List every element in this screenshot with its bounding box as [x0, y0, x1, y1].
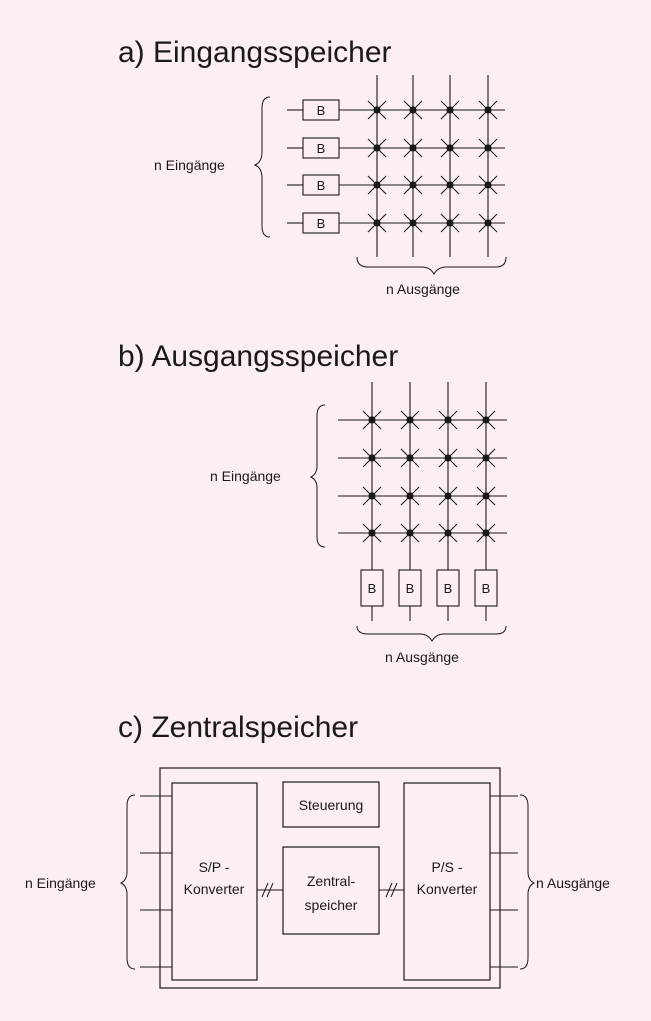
ps-converter-block: P/S - Konverter — [403, 782, 491, 981]
crosspoint-a-4-4 — [478, 213, 498, 233]
switch-outer-frame — [159, 767, 501, 989]
bus-link-sp-to-memory — [257, 882, 283, 898]
crosspoint-b-1-1 — [362, 410, 382, 430]
crosspoint-b-2-4 — [476, 448, 496, 468]
inputs-label-b: n Eingänge — [210, 468, 281, 484]
crosspoint-a-4-1 — [367, 213, 387, 233]
central-memory-label-line1: Zentral- — [307, 873, 356, 889]
crosspoint-a-4-2 — [403, 213, 423, 233]
inputs-brace-b — [309, 404, 326, 548]
sp-converter-label-line2: Konverter — [184, 881, 245, 897]
crosspoint-a-1-4 — [478, 100, 498, 120]
buffer-label-a-2: B — [317, 141, 326, 156]
ps-converter-label-line2: Konverter — [417, 881, 478, 897]
crosspoint-b-4-4 — [476, 523, 496, 543]
output-buffer-b-2: B — [398, 569, 422, 607]
crosspoint-b-1-2 — [400, 410, 420, 430]
crosspoint-b-4-3 — [438, 523, 458, 543]
crosspoint-a-1-2 — [403, 100, 423, 120]
sp-converter-block: S/P - Konverter — [171, 782, 258, 981]
crosspoint-b-2-1 — [362, 448, 382, 468]
crosspoint-b-4-2 — [400, 523, 420, 543]
sp-converter-label-line1: S/P - — [199, 859, 230, 875]
crosspoint-b-2-3 — [438, 448, 458, 468]
buffer-label-a-1: B — [317, 103, 326, 118]
outputs-label-a: n Ausgänge — [386, 281, 460, 297]
section-c-zentralspeicher: c) Zentralspeicher S/P - Konverter Steue… — [25, 711, 610, 989]
buffer-label-b-3: B — [444, 581, 453, 596]
crosspoint-b-3-1 — [362, 486, 382, 506]
buffer-label-a-3: B — [317, 178, 326, 193]
central-memory-label-line2: speicher — [305, 897, 358, 913]
crosspoint-b-1-4 — [476, 410, 496, 430]
crosspoint-a-1-1 — [367, 100, 387, 120]
control-label: Steuerung — [299, 797, 364, 813]
crosspoint-b-1-3 — [438, 410, 458, 430]
crosspoint-a-3-3 — [440, 175, 460, 195]
ps-converter-label-line1: P/S - — [431, 859, 462, 875]
crosspoint-a-2-3 — [440, 138, 460, 158]
buffer-label-b-4: B — [482, 581, 491, 596]
section-c-title: c) Zentralspeicher — [118, 711, 358, 744]
output-buffer-b-1: B — [360, 569, 384, 607]
input-buffer-a-3: B — [302, 174, 340, 196]
crosspoint-b-2-2 — [400, 448, 420, 468]
crosspoint-b-3-3 — [438, 486, 458, 506]
inputs-brace-c — [119, 794, 136, 970]
crosspoint-a-2-2 — [403, 138, 423, 158]
output-buffer-b-3: B — [436, 569, 460, 607]
section-b-ausgangsspeicher: b) Ausgangsspeicher B B B B n Eingänge n Au… — [118, 340, 507, 665]
outputs-brace-b — [356, 625, 507, 643]
crosspoint-b-3-4 — [476, 486, 496, 506]
central-memory-block: Zentral- speicher — [282, 846, 380, 935]
section-b-title: b) Ausgangsspeicher — [118, 340, 398, 373]
section-a-title: a) Eingangsspeicher — [118, 36, 392, 69]
input-lines-c — [140, 795, 172, 968]
crossbar-grid-a: B B B B — [287, 75, 505, 257]
input-buffer-a-2: B — [302, 137, 340, 159]
bus-link-memory-to-ps — [379, 882, 404, 898]
crosspoint-a-2-1 — [367, 138, 387, 158]
input-buffer-a-1: B — [302, 99, 340, 121]
crosspoint-a-3-2 — [403, 175, 423, 195]
crosspoint-a-3-1 — [367, 175, 387, 195]
outputs-brace-a — [356, 256, 507, 276]
outputs-brace-c — [519, 794, 536, 970]
input-buffer-a-4: B — [302, 212, 340, 234]
inputs-label-c: n Eingänge — [25, 875, 96, 891]
buffer-label-b-1: B — [368, 581, 377, 596]
control-block: Steuerung — [282, 781, 380, 828]
output-buffer-b-4: B — [474, 569, 498, 607]
outputs-label-c: n Ausgänge — [536, 875, 610, 891]
inputs-label-a: n Eingänge — [154, 157, 225, 173]
inputs-brace-a — [253, 96, 271, 238]
buffer-label-a-4: B — [317, 216, 326, 231]
crosspoint-a-2-4 — [478, 138, 498, 158]
outputs-label-b: n Ausgänge — [385, 649, 459, 665]
section-a-eingangsspeicher: a) Eingangsspeicher B B B B n Eingänge n Au… — [118, 36, 507, 297]
output-lines-c — [490, 795, 518, 968]
crosspoint-b-4-1 — [362, 523, 382, 543]
buffer-label-b-2: B — [406, 581, 415, 596]
crosspoint-a-1-3 — [440, 100, 460, 120]
crosspoint-a-4-3 — [440, 213, 460, 233]
crosspoint-b-3-2 — [400, 486, 420, 506]
crosspoint-a-3-4 — [478, 175, 498, 195]
